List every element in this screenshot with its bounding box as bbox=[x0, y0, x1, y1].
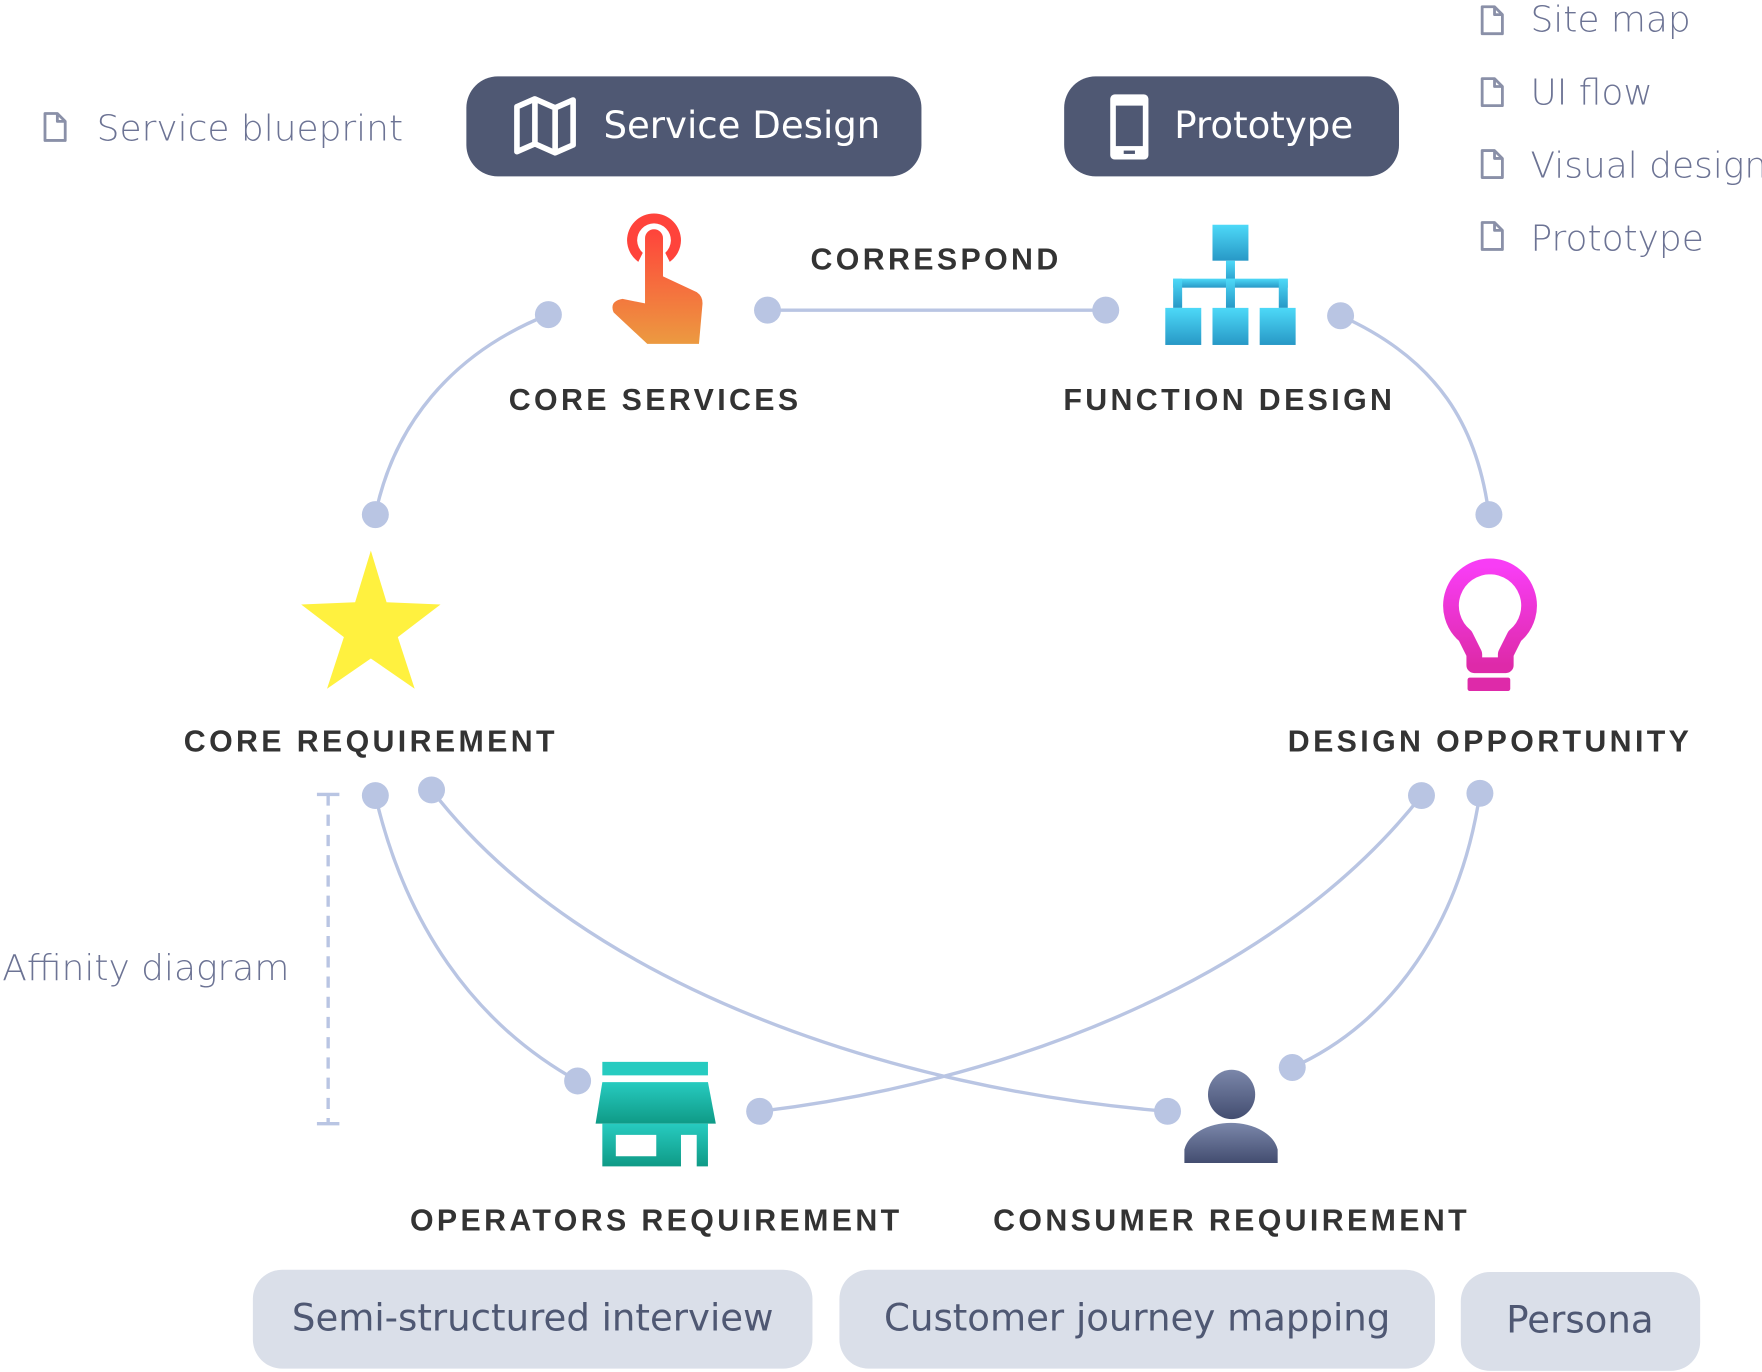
chip-label: Persona bbox=[1506, 1299, 1653, 1342]
affinity-bracket bbox=[316, 792, 340, 1126]
core-requirement-label: CORE REQUIREMENT bbox=[184, 726, 558, 759]
connectors bbox=[361, 296, 1503, 1125]
core-services-label: CORE SERVICES bbox=[509, 384, 802, 417]
correspond-label: CORRESPOND bbox=[811, 244, 1062, 277]
method-chip-journey: Customer journey mapping bbox=[839, 1269, 1435, 1369]
phone-icon bbox=[1110, 94, 1149, 160]
function-design-label: FUNCTION DESIGN bbox=[1063, 384, 1395, 417]
chip-label: Semi-structured interview bbox=[292, 1296, 774, 1339]
header-label: Prototype bbox=[1174, 104, 1353, 147]
deliverables-list: Site map UI flow Visual design Prototype bbox=[1480, 0, 1762, 260]
document-icon bbox=[1480, 77, 1504, 108]
connector bbox=[759, 794, 1423, 1113]
connector bbox=[430, 788, 1168, 1113]
operators-requirement-label: OPERATORS REQUIREMENT bbox=[410, 1204, 903, 1237]
service-blueprint-note: Service blueprint bbox=[97, 108, 403, 149]
note-item: Site map bbox=[1530, 0, 1690, 40]
note-item: Visual design bbox=[1530, 146, 1762, 187]
document-icon bbox=[1480, 221, 1504, 251]
connector bbox=[373, 795, 579, 1083]
connector bbox=[1291, 793, 1482, 1070]
store-icon bbox=[595, 1061, 716, 1167]
method-chip-interview: Semi-structured interview bbox=[252, 1269, 813, 1369]
user-icon bbox=[1184, 1069, 1278, 1163]
design-opportunity-label: DESIGN OPPORTUNITY bbox=[1288, 726, 1692, 759]
touch-hand-icon bbox=[612, 213, 703, 344]
document-icon bbox=[1480, 5, 1504, 36]
lightbulb-icon bbox=[1443, 558, 1537, 692]
prototype-header: Prototype bbox=[1064, 76, 1400, 177]
document-icon bbox=[1480, 149, 1504, 179]
connector bbox=[373, 313, 550, 515]
sitemap-icon bbox=[1165, 224, 1296, 345]
header-label: Service Design bbox=[603, 104, 880, 147]
map-icon bbox=[514, 96, 576, 156]
note-item: Prototype bbox=[1530, 219, 1703, 260]
connector bbox=[1339, 314, 1491, 515]
service-design-header: Service Design bbox=[466, 76, 922, 177]
method-chip-persona: Persona bbox=[1460, 1271, 1701, 1371]
consumer-requirement-label: CONSUMER REQUIREMENT bbox=[993, 1204, 1470, 1237]
document-icon bbox=[43, 112, 67, 142]
affinity-diagram-note: Affinity diagram bbox=[2, 948, 289, 989]
note-item: UI flow bbox=[1530, 73, 1652, 114]
star-icon bbox=[301, 550, 441, 689]
chip-label: Customer journey mapping bbox=[884, 1296, 1390, 1339]
